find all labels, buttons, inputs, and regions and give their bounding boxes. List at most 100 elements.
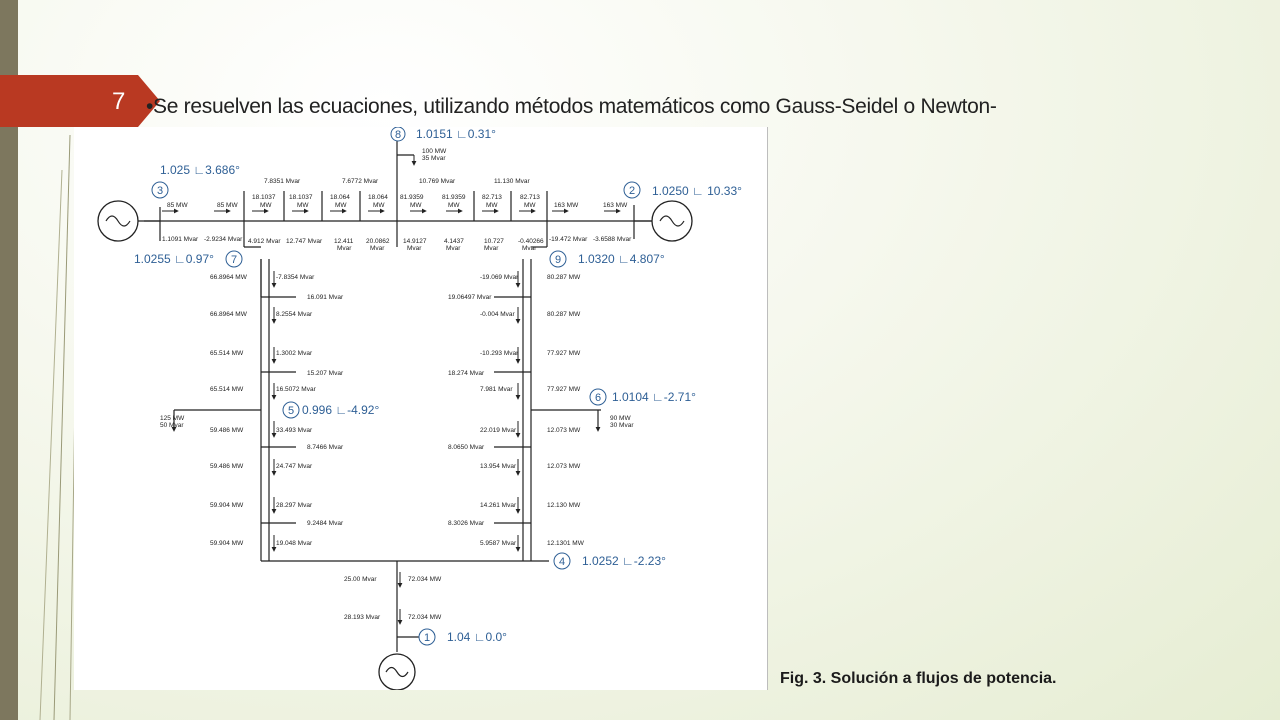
- bus-1-label: 1.04 ∟0.0°: [447, 630, 507, 644]
- bus-9-id: 9: [555, 254, 561, 266]
- top-mw: 82.713: [520, 194, 540, 201]
- bus-3-id: 3: [157, 185, 163, 197]
- right-mvar: 5.9587 Mvar: [480, 540, 517, 547]
- top-mvar-below: -2.9234 Mvar: [204, 236, 243, 243]
- left-mw: 59.904 MW: [210, 540, 244, 547]
- right-shunt: 19.06497 Mvar: [448, 294, 492, 301]
- bus-2-id: 2: [629, 185, 635, 197]
- top-mvar-below: 4.1437: [444, 238, 464, 245]
- top-mvar-below: 14.9127: [403, 238, 427, 245]
- right-mw: 77.927 MW: [547, 386, 581, 393]
- top-mw: 85 MW: [217, 202, 238, 209]
- load-6-mw: 90 MW: [610, 415, 631, 422]
- right-mvar: 14.261 Mvar: [480, 502, 517, 509]
- left-mvar: 1.3002 Mvar: [276, 350, 313, 357]
- top-mw: 18.064: [368, 194, 388, 201]
- top-mvar-below: Mvar: [484, 245, 499, 252]
- top-mw: MW: [260, 202, 272, 209]
- left-shunt: 16.091 Mvar: [307, 294, 344, 301]
- load-5-mw: 125 MW: [160, 415, 185, 422]
- right-mvar: 22.019 Mvar: [480, 427, 517, 434]
- left-shunt: 9.2484 Mvar: [307, 520, 344, 527]
- bus-8-id: 8: [395, 129, 401, 141]
- bus-6-id: 6: [595, 392, 601, 404]
- left-mvar: 8.2554 Mvar: [276, 311, 313, 318]
- top-mvar-below: Mvar: [337, 245, 352, 252]
- left-mvar: 28.297 Mvar: [276, 502, 313, 509]
- right-mvar: -0.004 Mvar: [480, 311, 516, 318]
- top-mw: 18.1037: [252, 194, 276, 201]
- right-mw: 80.287 MW: [547, 274, 581, 281]
- right-mw: 12.073 MW: [547, 427, 581, 434]
- bottom-flow: 25.00 Mvar: [344, 576, 377, 583]
- right-mvar: -10.293 Mvar: [480, 350, 519, 357]
- left-mvar: 33.493 Mvar: [276, 427, 313, 434]
- slide-number: 7: [112, 88, 126, 115]
- bus-9-label: 1.0320 ∟4.807°: [578, 252, 665, 266]
- top-mw: 81.9359: [442, 194, 466, 201]
- top-mvar-above: 7.6772 Mvar: [342, 178, 379, 185]
- bus-7-id: 7: [231, 254, 237, 266]
- bus-6-label: 1.0104 ∟-2.71°: [612, 390, 696, 404]
- top-mvar-above: 11.130 Mvar: [494, 178, 530, 185]
- left-mw: 59.486 MW: [210, 463, 244, 470]
- top-mw: MW: [297, 202, 309, 209]
- slide-number-tab: [0, 75, 160, 127]
- bus-4-label: 1.0252 ∟-2.23°: [582, 554, 666, 568]
- bullet-text: •Se resuelven las ecuaciones, utilizando…: [146, 95, 997, 118]
- top-mvar-below: 4.912 Mvar: [248, 238, 281, 245]
- bus-1-id: 1: [424, 632, 430, 644]
- right-mw: 12.073 MW: [547, 463, 581, 470]
- load-8-mw: 100 MW: [422, 148, 447, 155]
- left-mw: 66.8964 MW: [210, 311, 248, 318]
- top-mw: 82.713: [482, 194, 502, 201]
- left-mw: 59.486 MW: [210, 427, 244, 434]
- right-shunt: 8.3026 Mvar: [448, 520, 485, 527]
- left-mw: 65.514 MW: [210, 350, 244, 357]
- bus-8-label: 1.0151 ∟0.31°: [416, 127, 496, 141]
- bus-4-id: 4: [559, 556, 565, 568]
- top-mvar-below: Mvar: [407, 245, 422, 252]
- left-mw: 59.904 MW: [210, 502, 244, 509]
- left-mvar: 19.048 Mvar: [276, 540, 313, 547]
- top-mvar-below: Mvar: [446, 245, 461, 252]
- top-mvar-above: 10.769 Mvar: [419, 178, 456, 185]
- right-mvar: 13.954 Mvar: [480, 463, 517, 470]
- top-mvar-above: 7.8351 Mvar: [264, 178, 301, 185]
- bus-5-label: 0.996 ∟-4.92°: [302, 403, 379, 417]
- bottom-flow: 28.193 Mvar: [344, 614, 381, 621]
- top-mw: 81.9359: [400, 194, 424, 201]
- bus-5-id: 5: [288, 405, 294, 417]
- right-mw: 12.1301 MW: [547, 540, 585, 547]
- left-accent-bar: [0, 0, 18, 720]
- figure-caption: Fig. 3. Solución a flujos de potencia.: [780, 670, 1057, 687]
- load-6-mvar: 30 Mvar: [610, 422, 634, 429]
- top-mvar-below: Mvar: [370, 245, 385, 252]
- top-mvar-below: 10.727: [484, 238, 504, 245]
- right-mw: 77.927 MW: [547, 350, 581, 357]
- top-mvar-below: 20.0862: [366, 238, 390, 245]
- top-mw: MW: [486, 202, 498, 209]
- bus-2-label: 1.0250 ∟ 10.33°: [652, 184, 742, 198]
- right-mvar: -19.069 Mvar: [480, 274, 519, 281]
- left-shunt: 8.7466 Mvar: [307, 444, 344, 451]
- left-mw: 66.8964 MW: [210, 274, 248, 281]
- top-mw: 85 MW: [167, 202, 188, 209]
- top-mvar-below: 1.1091 Mvar: [162, 236, 199, 243]
- load-5-mvar: 50 Mvar: [160, 422, 184, 429]
- load-8-mvar: 35 Mvar: [422, 155, 446, 162]
- top-mvar-below: 12.747 Mvar: [286, 238, 323, 245]
- top-mvar-below: 12.411: [334, 238, 354, 245]
- left-shunt: 15.207 Mvar: [307, 370, 344, 377]
- top-mw: MW: [410, 202, 422, 209]
- right-mw: 80.287 MW: [547, 311, 581, 318]
- bottom-flow: 72.034 MW: [408, 614, 442, 621]
- top-mw: 18.064: [330, 194, 350, 201]
- right-mvar: 7.981 Mvar: [480, 386, 513, 393]
- top-mw: MW: [373, 202, 385, 209]
- top-mw: 163 MW: [554, 202, 579, 209]
- left-mvar: -7.8354 Mvar: [276, 274, 315, 281]
- top-mw: 18.1037: [289, 194, 313, 201]
- power-flow-diagram: 8 1.0151 ∟0.31° 3 1.025 ∟3.686° 2 1.0250…: [74, 127, 768, 690]
- top-mvar-below: Mvar: [522, 245, 537, 252]
